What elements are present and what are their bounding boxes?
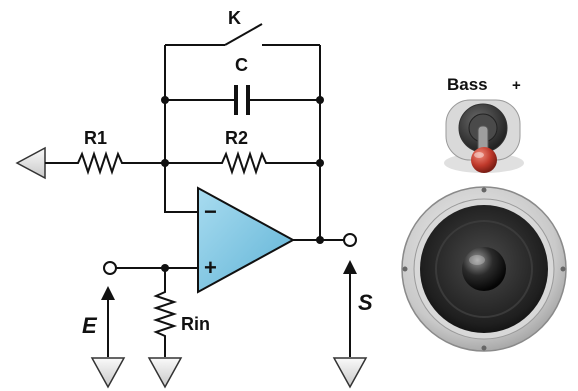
- arrow-up-icon: [101, 286, 115, 357]
- speaker-icon: [401, 186, 567, 352]
- input-terminal: [103, 261, 117, 275]
- minus-sign: −: [204, 199, 217, 224]
- toggle-switch-icon[interactable]: [444, 99, 524, 173]
- ground-icon: [15, 146, 46, 180]
- switch-icon: [164, 23, 321, 100]
- ground-icon: [90, 357, 126, 389]
- inverting-input-wire: [164, 163, 198, 213]
- resistor-in-label: Rin: [181, 314, 210, 334]
- resistor-icon: [152, 268, 178, 357]
- arrow-up-icon: [343, 260, 357, 357]
- plus-sign: +: [204, 255, 217, 280]
- resistor-icon: [45, 150, 165, 176]
- toggle-plus-label: +: [512, 77, 521, 94]
- output-terminal: [343, 233, 357, 247]
- capacitor-label: C: [235, 55, 248, 75]
- input-signal-label: E: [82, 313, 98, 338]
- ground-icon: [332, 357, 368, 389]
- output-signal-label: S: [358, 290, 373, 315]
- resistor-icon: [165, 150, 320, 176]
- toggle-label: Bass: [447, 75, 488, 94]
- capacitor-icon: [164, 85, 321, 163]
- ground-icon: [147, 357, 183, 389]
- resistor-1-label: R1: [84, 128, 107, 148]
- resistor-2-label: R2: [225, 128, 248, 148]
- opamp-icon: [197, 186, 296, 294]
- switch-label: K: [228, 8, 241, 28]
